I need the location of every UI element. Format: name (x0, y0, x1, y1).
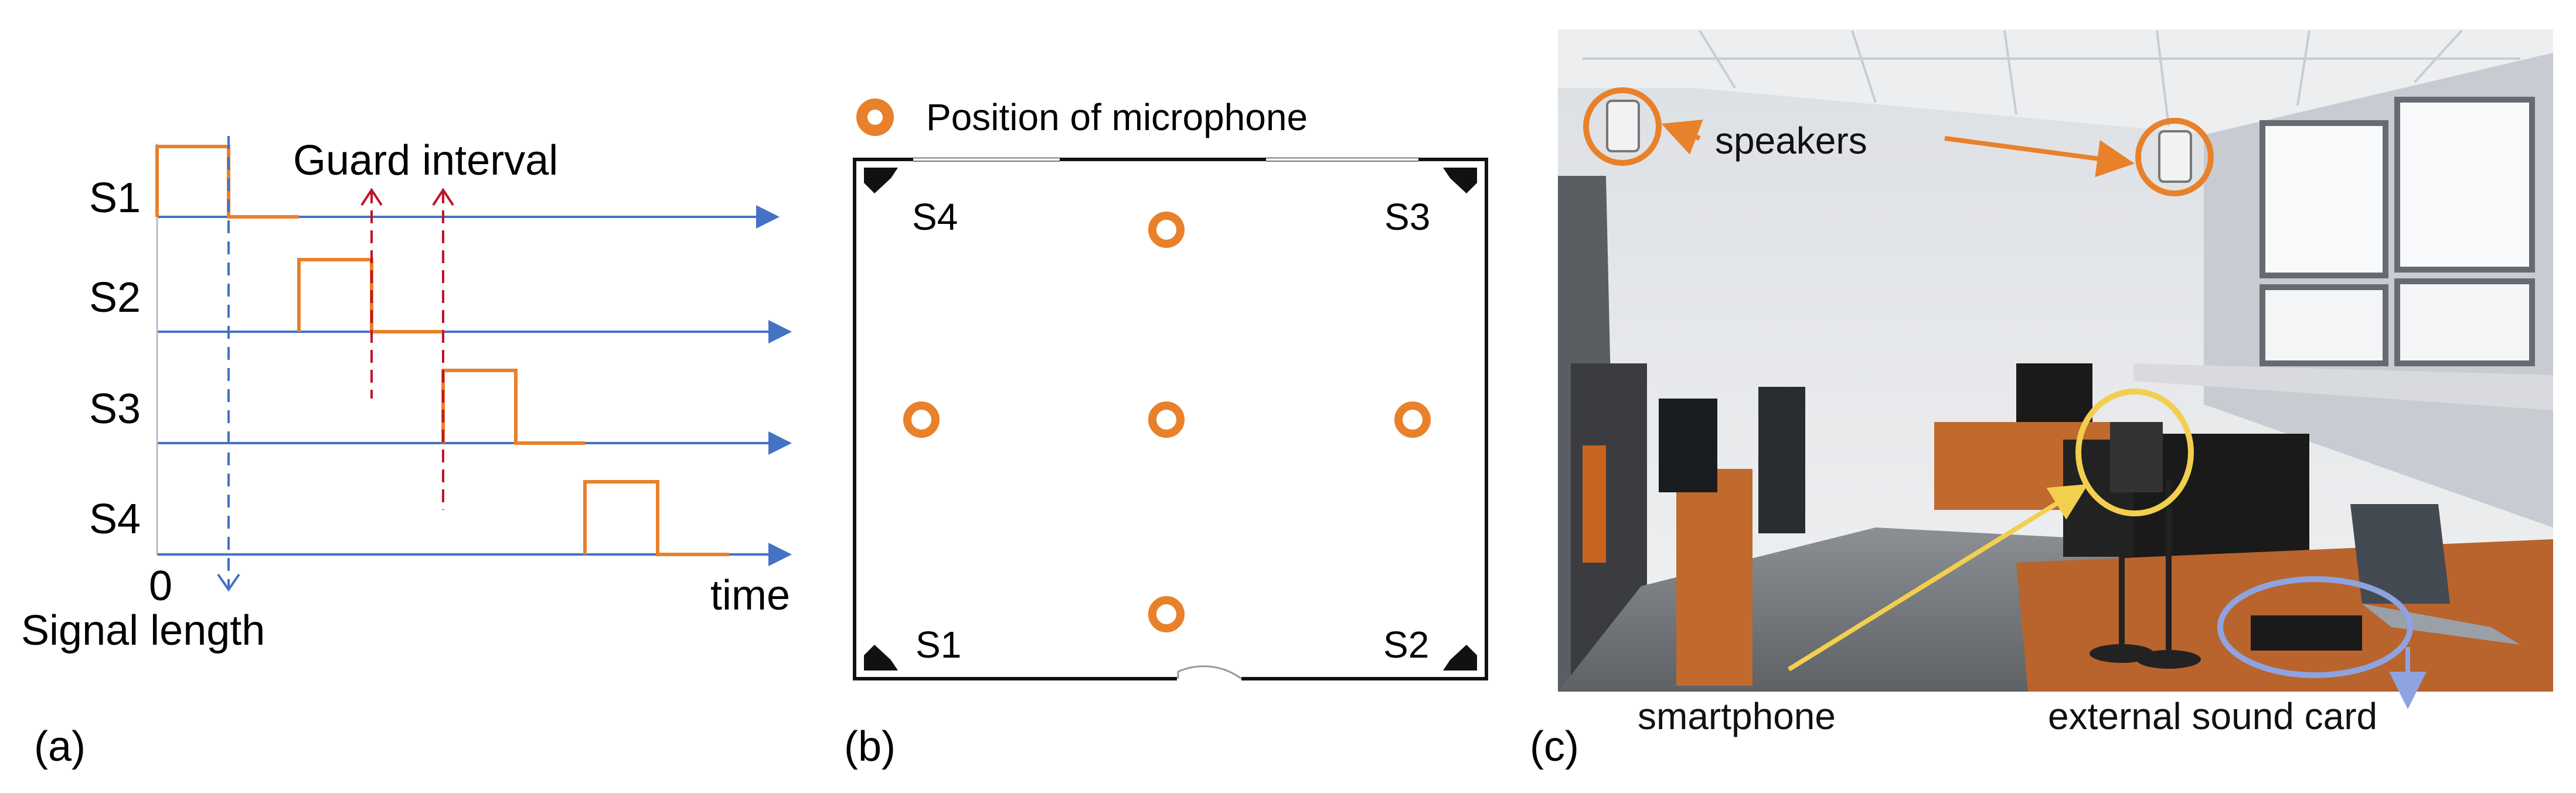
mic-position (903, 401, 940, 438)
legend-mic-icon-hole (867, 110, 883, 125)
caption-b: (b) (844, 723, 896, 770)
speaker-label-s3: S3 (1384, 196, 1430, 238)
smartphone-highlight (2075, 389, 2194, 516)
sound-card-highlight (2217, 576, 2413, 678)
speaker-label-s4: S4 (912, 196, 958, 238)
signal-label-s2: S2 (89, 274, 141, 321)
panel-c-room-photo: speakers smartphone external sound card … (1530, 29, 2553, 770)
speakers-arrow-left (1661, 119, 1703, 155)
caption-a: (a) (34, 723, 86, 770)
guard-arrowhead-2 (432, 188, 454, 206)
panel-a-timing-diagram: S1 S2 S3 S4 Guard interval 0 time Signal… (21, 136, 792, 770)
speakers-label: speakers (1715, 120, 1867, 162)
mic-position (1148, 401, 1185, 438)
speaker-icon-s3 (1443, 168, 1477, 193)
speaker-icon-s4 (864, 168, 898, 193)
signal-label-s4: S4 (89, 496, 141, 543)
speaker-highlight-right (2135, 118, 2214, 196)
signal-label-s3: S3 (89, 386, 141, 433)
mic-position (1394, 401, 1431, 438)
door-swing (1177, 665, 1242, 680)
signal-length-arrowhead (217, 573, 240, 592)
panel-b-room-plan: Position of microphone S4 S3 S1 S2 (b) (844, 96, 1488, 770)
room-outline (853, 158, 1488, 680)
origin-label: 0 (149, 563, 172, 610)
mic-position (1148, 596, 1185, 632)
guard-arrowhead-1 (360, 188, 383, 206)
mic-position (1148, 212, 1185, 248)
speaker-label-s1: S1 (916, 624, 961, 666)
guard-interval-label: Guard interval (293, 137, 558, 184)
speaker-icon-s2 (1443, 645, 1477, 671)
smartphone-label: smartphone (1638, 695, 1836, 737)
mic-positions (903, 212, 1431, 632)
signal-label-s1: S1 (89, 175, 141, 222)
pulse-s3 (441, 369, 585, 445)
caption-c: (c) (1530, 723, 1579, 770)
smartphone-arrow (1787, 484, 2088, 672)
room-photo (1558, 29, 2553, 692)
speaker-icon-s1 (864, 645, 898, 671)
pulse-s4 (583, 480, 729, 556)
speaker-highlight-left (1583, 87, 1662, 166)
legend-label: Position of microphone (926, 96, 1308, 138)
speakers-arrow-right (1944, 136, 2135, 178)
sound-card-label: external sound card (2048, 695, 2377, 737)
speaker-label-s2: S2 (1383, 624, 1429, 666)
signal-length-label: Signal length (21, 607, 265, 654)
time-axis-label: time (710, 572, 790, 619)
